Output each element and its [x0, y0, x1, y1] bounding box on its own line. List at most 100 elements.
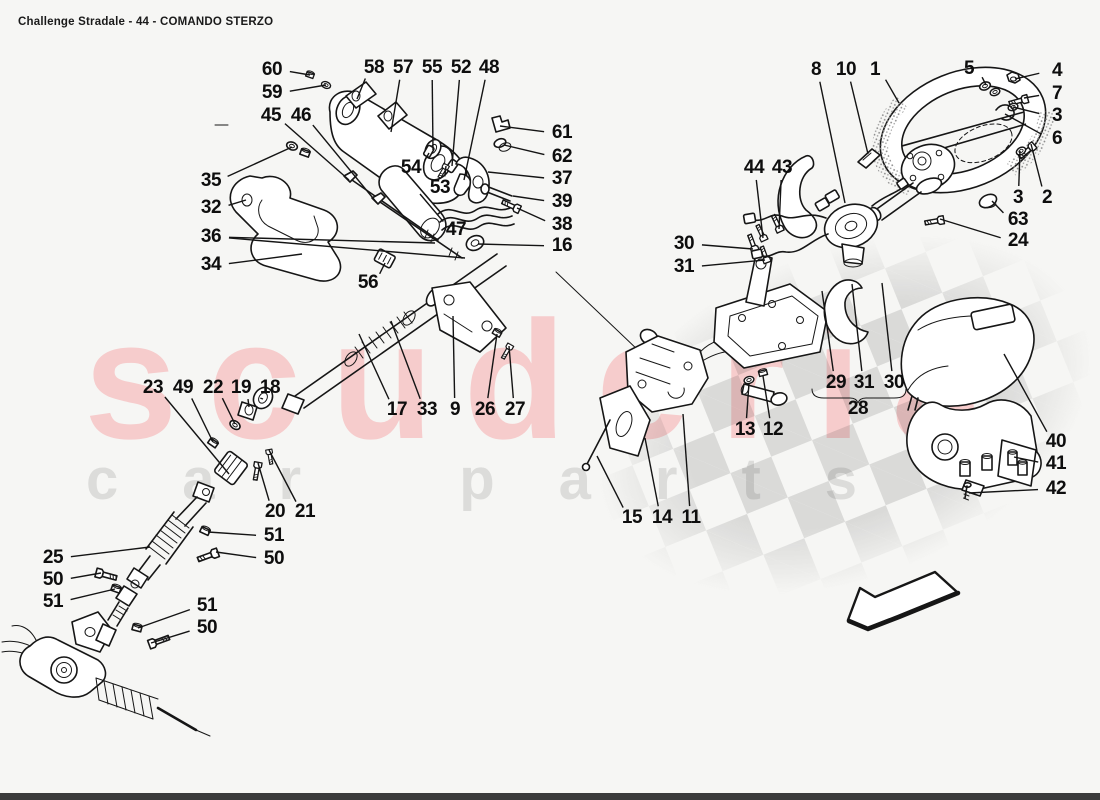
leader-line — [289, 70, 311, 76]
leader-line — [358, 333, 390, 400]
scan-edge-strip — [0, 793, 1100, 800]
leader-line — [228, 237, 466, 259]
part-number-label: 4 — [1051, 60, 1063, 81]
group-28-bracket — [811, 388, 907, 404]
upper-column-assembly-drawing — [229, 69, 523, 361]
leader-line — [215, 551, 257, 559]
part-number-label: 50 — [263, 548, 285, 569]
leader-line — [419, 193, 444, 222]
part-number-label: 60 — [261, 59, 283, 80]
leader-line — [1014, 72, 1040, 80]
leader-line — [379, 262, 386, 275]
part-number-label: 37 — [551, 168, 573, 189]
part-number-label: 23 — [142, 377, 164, 398]
steering-wheel-drawing — [742, 66, 1055, 268]
part-number-label: 61 — [551, 122, 573, 143]
part-number-label: 32 — [200, 197, 222, 218]
part-number-label: 59 — [261, 82, 283, 103]
leader-line — [1023, 94, 1040, 99]
part-number-label: 50 — [42, 569, 64, 590]
leader-line — [70, 546, 151, 558]
leader-line — [164, 396, 230, 475]
leader-line — [137, 608, 191, 629]
part-number-label: 33 — [416, 399, 438, 420]
lower-steering-shaft-drawing — [94, 481, 221, 650]
column-shrouds-drawing — [900, 297, 1042, 501]
part-number-label: 55 — [421, 57, 443, 78]
part-number-label: 45 — [260, 105, 282, 126]
leader-line — [851, 283, 863, 372]
part-number-label: 52 — [450, 57, 472, 78]
part-number-label: 21 — [294, 501, 316, 522]
leader-line — [1012, 106, 1040, 115]
part-number-label: 58 — [363, 57, 385, 78]
leader-line — [70, 572, 102, 579]
part-number-label: 24 — [1007, 230, 1029, 251]
leader-line — [1003, 353, 1048, 433]
leader-line — [745, 382, 750, 419]
leader-line — [1018, 150, 1021, 187]
part-number-label: 34 — [200, 254, 222, 275]
leader-line — [762, 375, 771, 419]
part-number-label: 39 — [551, 191, 573, 212]
part-number-label: 53 — [429, 177, 451, 198]
leader-line — [228, 236, 436, 244]
leader-line — [487, 171, 545, 179]
part-number-label: 31 — [673, 256, 695, 277]
part-number-label: 41 — [1045, 453, 1067, 474]
steering-lock-assembly-drawing — [555, 271, 788, 472]
part-number-label: 19 — [230, 377, 252, 398]
leader-line — [477, 243, 545, 247]
leader-line — [778, 179, 782, 230]
part-number-label: 12 — [762, 419, 784, 440]
leader-line — [356, 78, 366, 100]
leader-line — [1030, 143, 1043, 187]
part-number-label: 7 — [1051, 83, 1063, 104]
part-number-label: 44 — [743, 157, 765, 178]
leader-line — [268, 449, 297, 502]
part-number-label: 35 — [200, 170, 222, 191]
leader-line — [968, 488, 1039, 494]
part-number-label: 31 — [853, 372, 875, 393]
leader-line — [221, 397, 236, 425]
part-number-label: 15 — [621, 507, 643, 528]
part-number-label: 20 — [264, 501, 286, 522]
leader-line — [755, 179, 764, 239]
part-number-label: 11 — [681, 507, 701, 528]
part-number-label: 10 — [835, 59, 857, 80]
part-number-label: 47 — [445, 219, 467, 240]
part-number-label: 1 — [869, 59, 881, 80]
part-number-label: 25 — [42, 547, 64, 568]
main-column-shaft-drawing — [206, 253, 507, 486]
part-number-label: 13 — [734, 419, 756, 440]
part-number-label: 50 — [196, 617, 218, 638]
leader-line — [939, 218, 1001, 239]
leader-line — [207, 531, 257, 536]
part-number-label: 56 — [357, 272, 379, 293]
leader-line — [682, 413, 691, 507]
leader-line — [499, 125, 545, 133]
leader-line — [991, 200, 1004, 214]
part-number-label: 46 — [290, 105, 312, 126]
leader-line — [444, 165, 447, 177]
leader-line — [390, 79, 401, 133]
part-number-label: 36 — [200, 226, 222, 247]
part-number-label: 16 — [551, 235, 573, 256]
leader-line — [289, 84, 327, 92]
part-number-label: 38 — [551, 214, 573, 235]
part-number-label: 3 — [1012, 187, 1024, 208]
part-number-label: 6 — [1051, 128, 1063, 149]
part-number-label: 49 — [172, 377, 194, 398]
leader-line — [881, 282, 893, 372]
part-number-label: 40 — [1045, 431, 1067, 452]
part-number-label: 51 — [263, 525, 285, 546]
leader-line — [821, 290, 834, 372]
part-number-label: 51 — [196, 595, 218, 616]
leader-line — [644, 437, 659, 507]
leader-line — [431, 79, 434, 151]
part-number-label: 5 — [963, 58, 975, 79]
part-number-label: 14 — [651, 507, 673, 528]
leader-line — [701, 259, 766, 267]
steering-rack-drawing — [1, 611, 211, 737]
